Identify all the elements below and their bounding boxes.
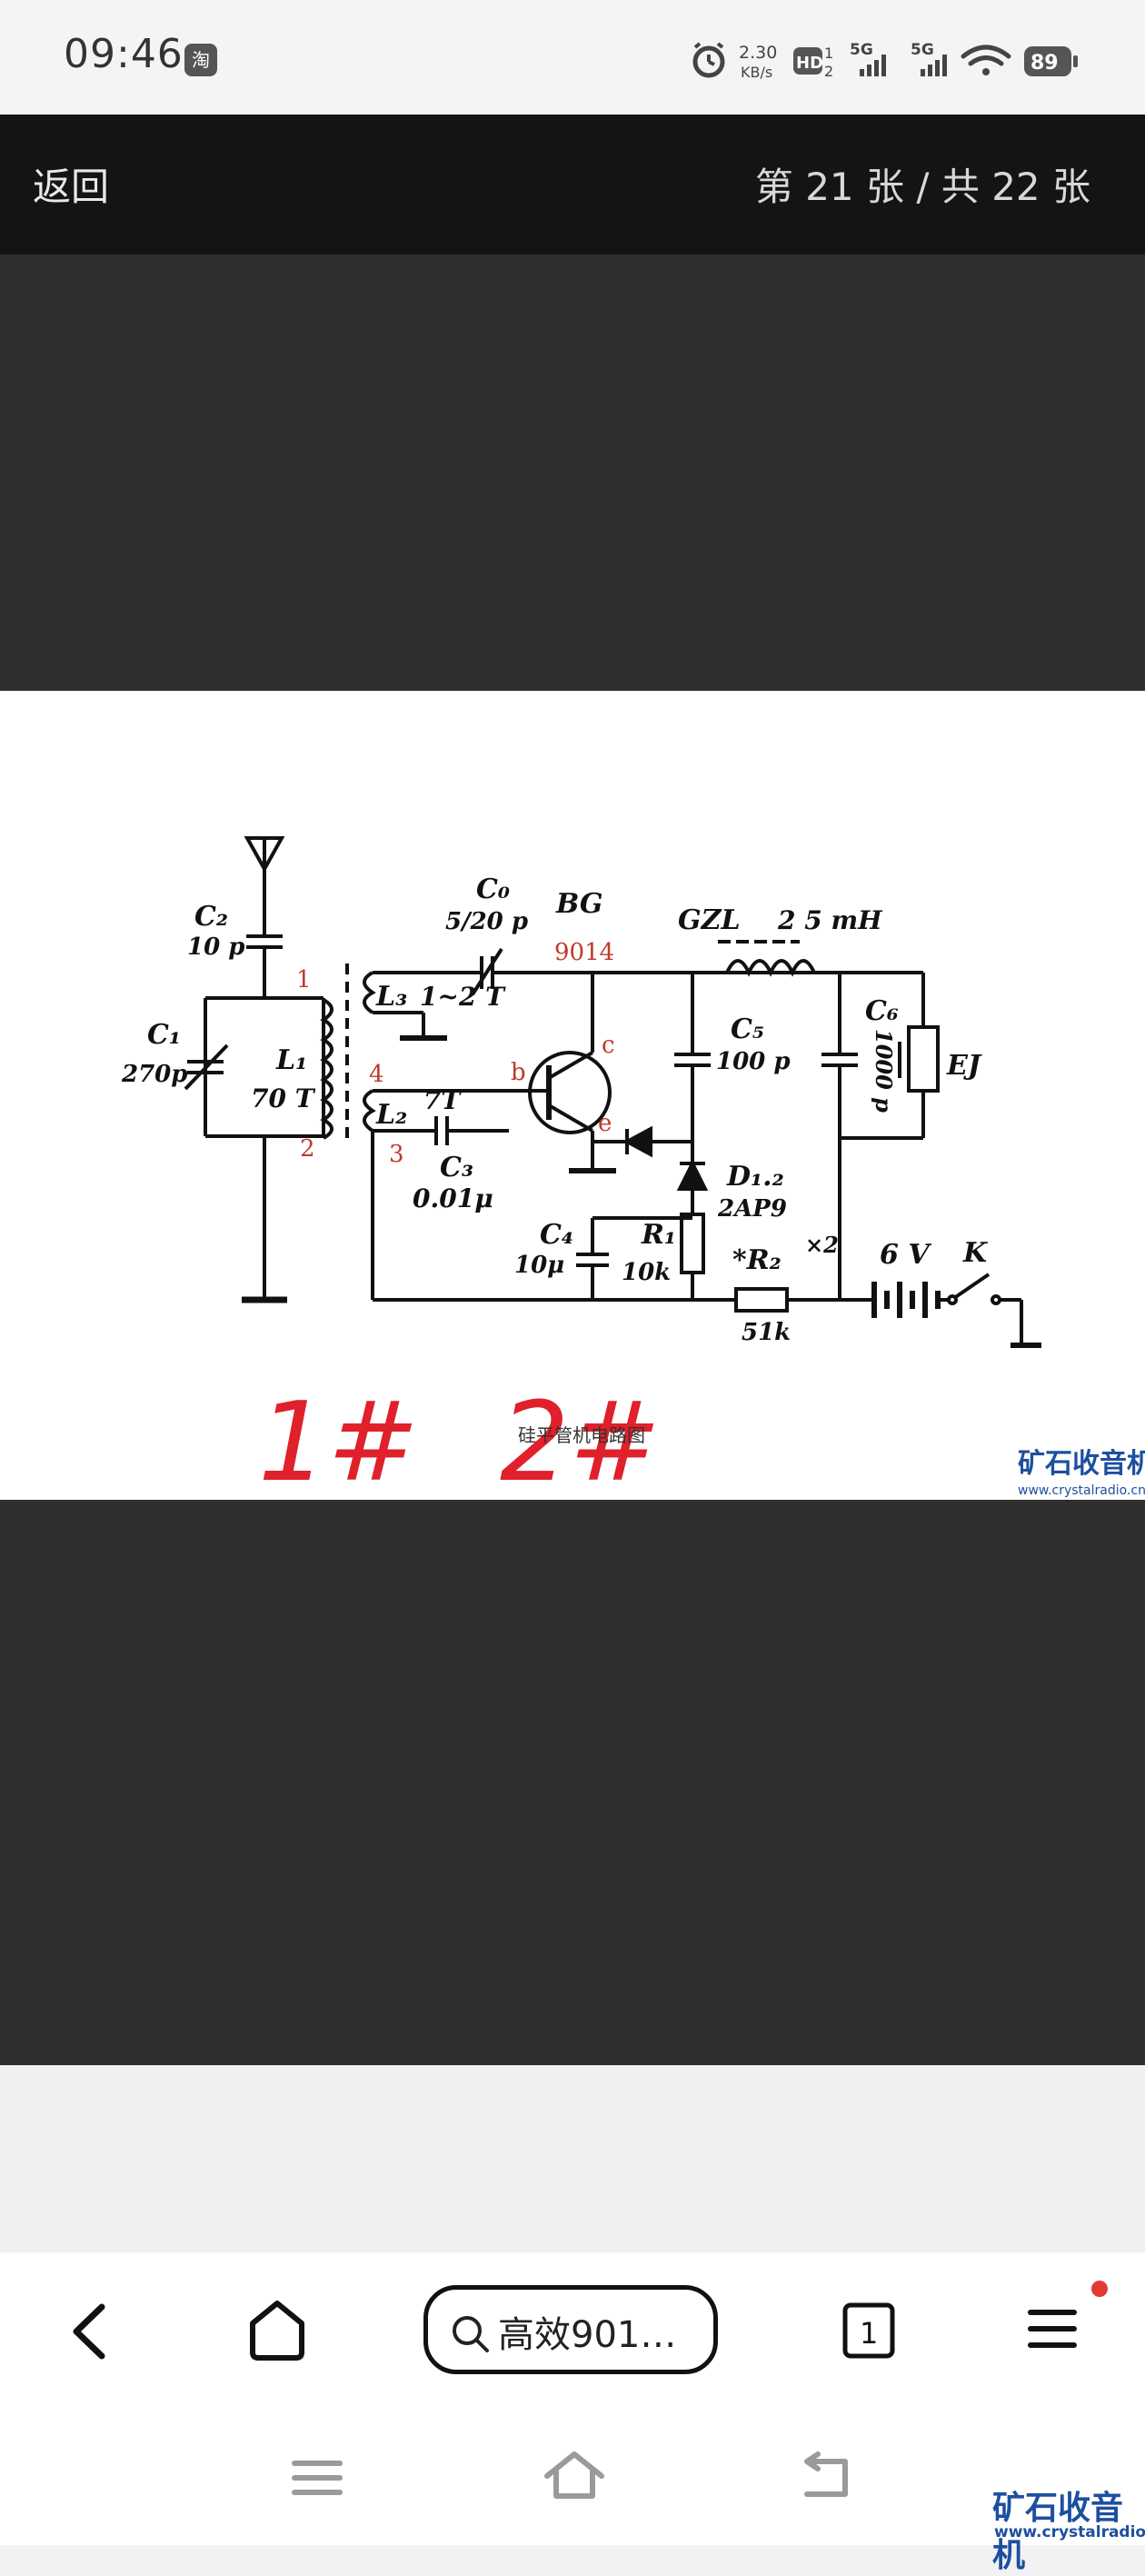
net-speed-value: 2.30 — [739, 43, 777, 63]
handwritten-mark-1: 1# — [258, 1380, 419, 1500]
label-c5: C₅ — [731, 1013, 764, 1045]
label-d-mult: ×2 — [805, 1232, 839, 1258]
svg-text:2: 2 — [824, 63, 833, 80]
image-watermark-url: www.crystalradio.cn — [1018, 1483, 1145, 1498]
image-counter: 第 21 张 / 共 22 张 — [754, 165, 1090, 209]
image-watermark-title: 矿石收音机 — [1018, 1448, 1145, 1480]
svg-text:HD: HD — [796, 54, 823, 73]
page-background-strip — [0, 2065, 1145, 2252]
search-icon — [453, 2316, 489, 2352]
alarm-icon — [692, 42, 725, 78]
label-c6-value: 1000 p — [871, 1029, 897, 1113]
label-d: D₁.₂ — [726, 1161, 784, 1193]
label-c1-value: 270p — [121, 1061, 187, 1088]
search-query-text: 高效901… — [498, 2314, 677, 2356]
back-button[interactable]: 返回 — [33, 165, 110, 209]
svg-text:5G: 5G — [911, 41, 934, 59]
menu-notification-dot — [1091, 2281, 1108, 2297]
wifi-icon — [961, 45, 1011, 75]
signal-sim1-icon: 5G — [850, 41, 886, 76]
label-battery: 6 V — [880, 1239, 931, 1271]
pin-3: 3 — [389, 1141, 404, 1168]
label-c4: C₄ — [540, 1219, 573, 1251]
svg-text:5G: 5G — [850, 41, 873, 59]
address-search-bar[interactable] — [423, 2285, 718, 2374]
label-transistor-model: 9014 — [554, 939, 614, 966]
battery-icon: 89 — [1024, 46, 1078, 76]
system-navigation-bar — [0, 2407, 1145, 2545]
label-bg: BG — [555, 888, 603, 920]
label-c5-value: 100 p — [716, 1048, 791, 1075]
tabs-button[interactable]: 1 — [840, 2300, 898, 2361]
viewer-header — [0, 115, 1145, 255]
label-c6: C₆ — [865, 995, 899, 1027]
recent-apps-icon[interactable] — [289, 2454, 347, 2503]
net-speed-unit: KB/s — [741, 64, 772, 81]
corner-watermark-url: www.crystalradio.cn — [994, 2523, 1145, 2541]
label-c4-value: 10μ — [514, 1252, 564, 1279]
label-d-value: 2AP9 — [717, 1195, 787, 1223]
system-back-icon[interactable] — [798, 2451, 856, 2503]
hd-voice-icon: HD 1 2 — [793, 45, 833, 80]
viewed-image[interactable]: C₂ 10 p C₀ 5/20 p BG GZL 2 5 mH C₁ 270p … — [0, 691, 1145, 1506]
label-l1: L₁ — [275, 1044, 307, 1076]
label-l2-turns: 7T — [423, 1085, 462, 1115]
status-time: 09:46 — [64, 31, 184, 77]
handwritten-mark-2: 2# — [500, 1380, 661, 1500]
svg-text:89: 89 — [1030, 52, 1059, 75]
label-r1: R₁ — [641, 1219, 676, 1251]
taobao-app-icon: 淘 — [184, 44, 217, 76]
label-r1-value: 10k — [622, 1259, 671, 1286]
pin-b: b — [511, 1059, 526, 1086]
pin-1: 1 — [296, 966, 312, 993]
svg-text:1: 1 — [824, 45, 833, 62]
signal-sim2-icon: 5G — [911, 41, 947, 76]
label-c2: C₂ — [194, 901, 228, 933]
home-icon[interactable] — [245, 2298, 309, 2363]
label-c3: C₃ — [440, 1152, 473, 1183]
label-gzl-value: 2 5 mH — [777, 905, 883, 935]
pin-4: 4 — [369, 1061, 384, 1088]
menu-icon[interactable] — [1021, 2272, 1109, 2363]
label-switch: K — [962, 1237, 989, 1269]
tab-count: 1 — [860, 2316, 878, 2351]
label-l2: L₂ — [375, 1099, 407, 1131]
label-c0: C₀ — [476, 874, 510, 905]
label-l1-turns: 70 T — [251, 1083, 316, 1113]
label-r2-value: 51k — [742, 1319, 791, 1346]
pin-c: c — [602, 1032, 615, 1059]
schematic-diagram: C₂ 10 p C₀ 5/20 p BG GZL 2 5 mH C₁ 270p … — [121, 836, 1145, 1506]
label-c3-value: 0.01μ — [413, 1183, 493, 1213]
label-c1: C₁ — [147, 1019, 181, 1051]
pin-2: 2 — [300, 1135, 315, 1163]
label-l3: L₃ — [375, 981, 407, 1013]
label-c2-value: 10 p — [187, 934, 244, 961]
label-r2: *R₂ — [732, 1244, 782, 1276]
schematic-caption: 硅平管机电路图 — [518, 1424, 645, 1446]
label-ej: EJ — [946, 1050, 982, 1082]
status-icons: 2.30 KB/s HD 1 2 5G 5G 89 — [692, 41, 1078, 81]
label-l3-turns: 1~2 T — [420, 982, 506, 1012]
back-arrow-icon[interactable] — [64, 2300, 118, 2363]
system-home-icon[interactable] — [542, 2449, 607, 2503]
label-c0-value: 5/20 p — [445, 908, 528, 935]
label-gzl: GZL — [678, 904, 741, 936]
pin-e: e — [598, 1110, 612, 1137]
